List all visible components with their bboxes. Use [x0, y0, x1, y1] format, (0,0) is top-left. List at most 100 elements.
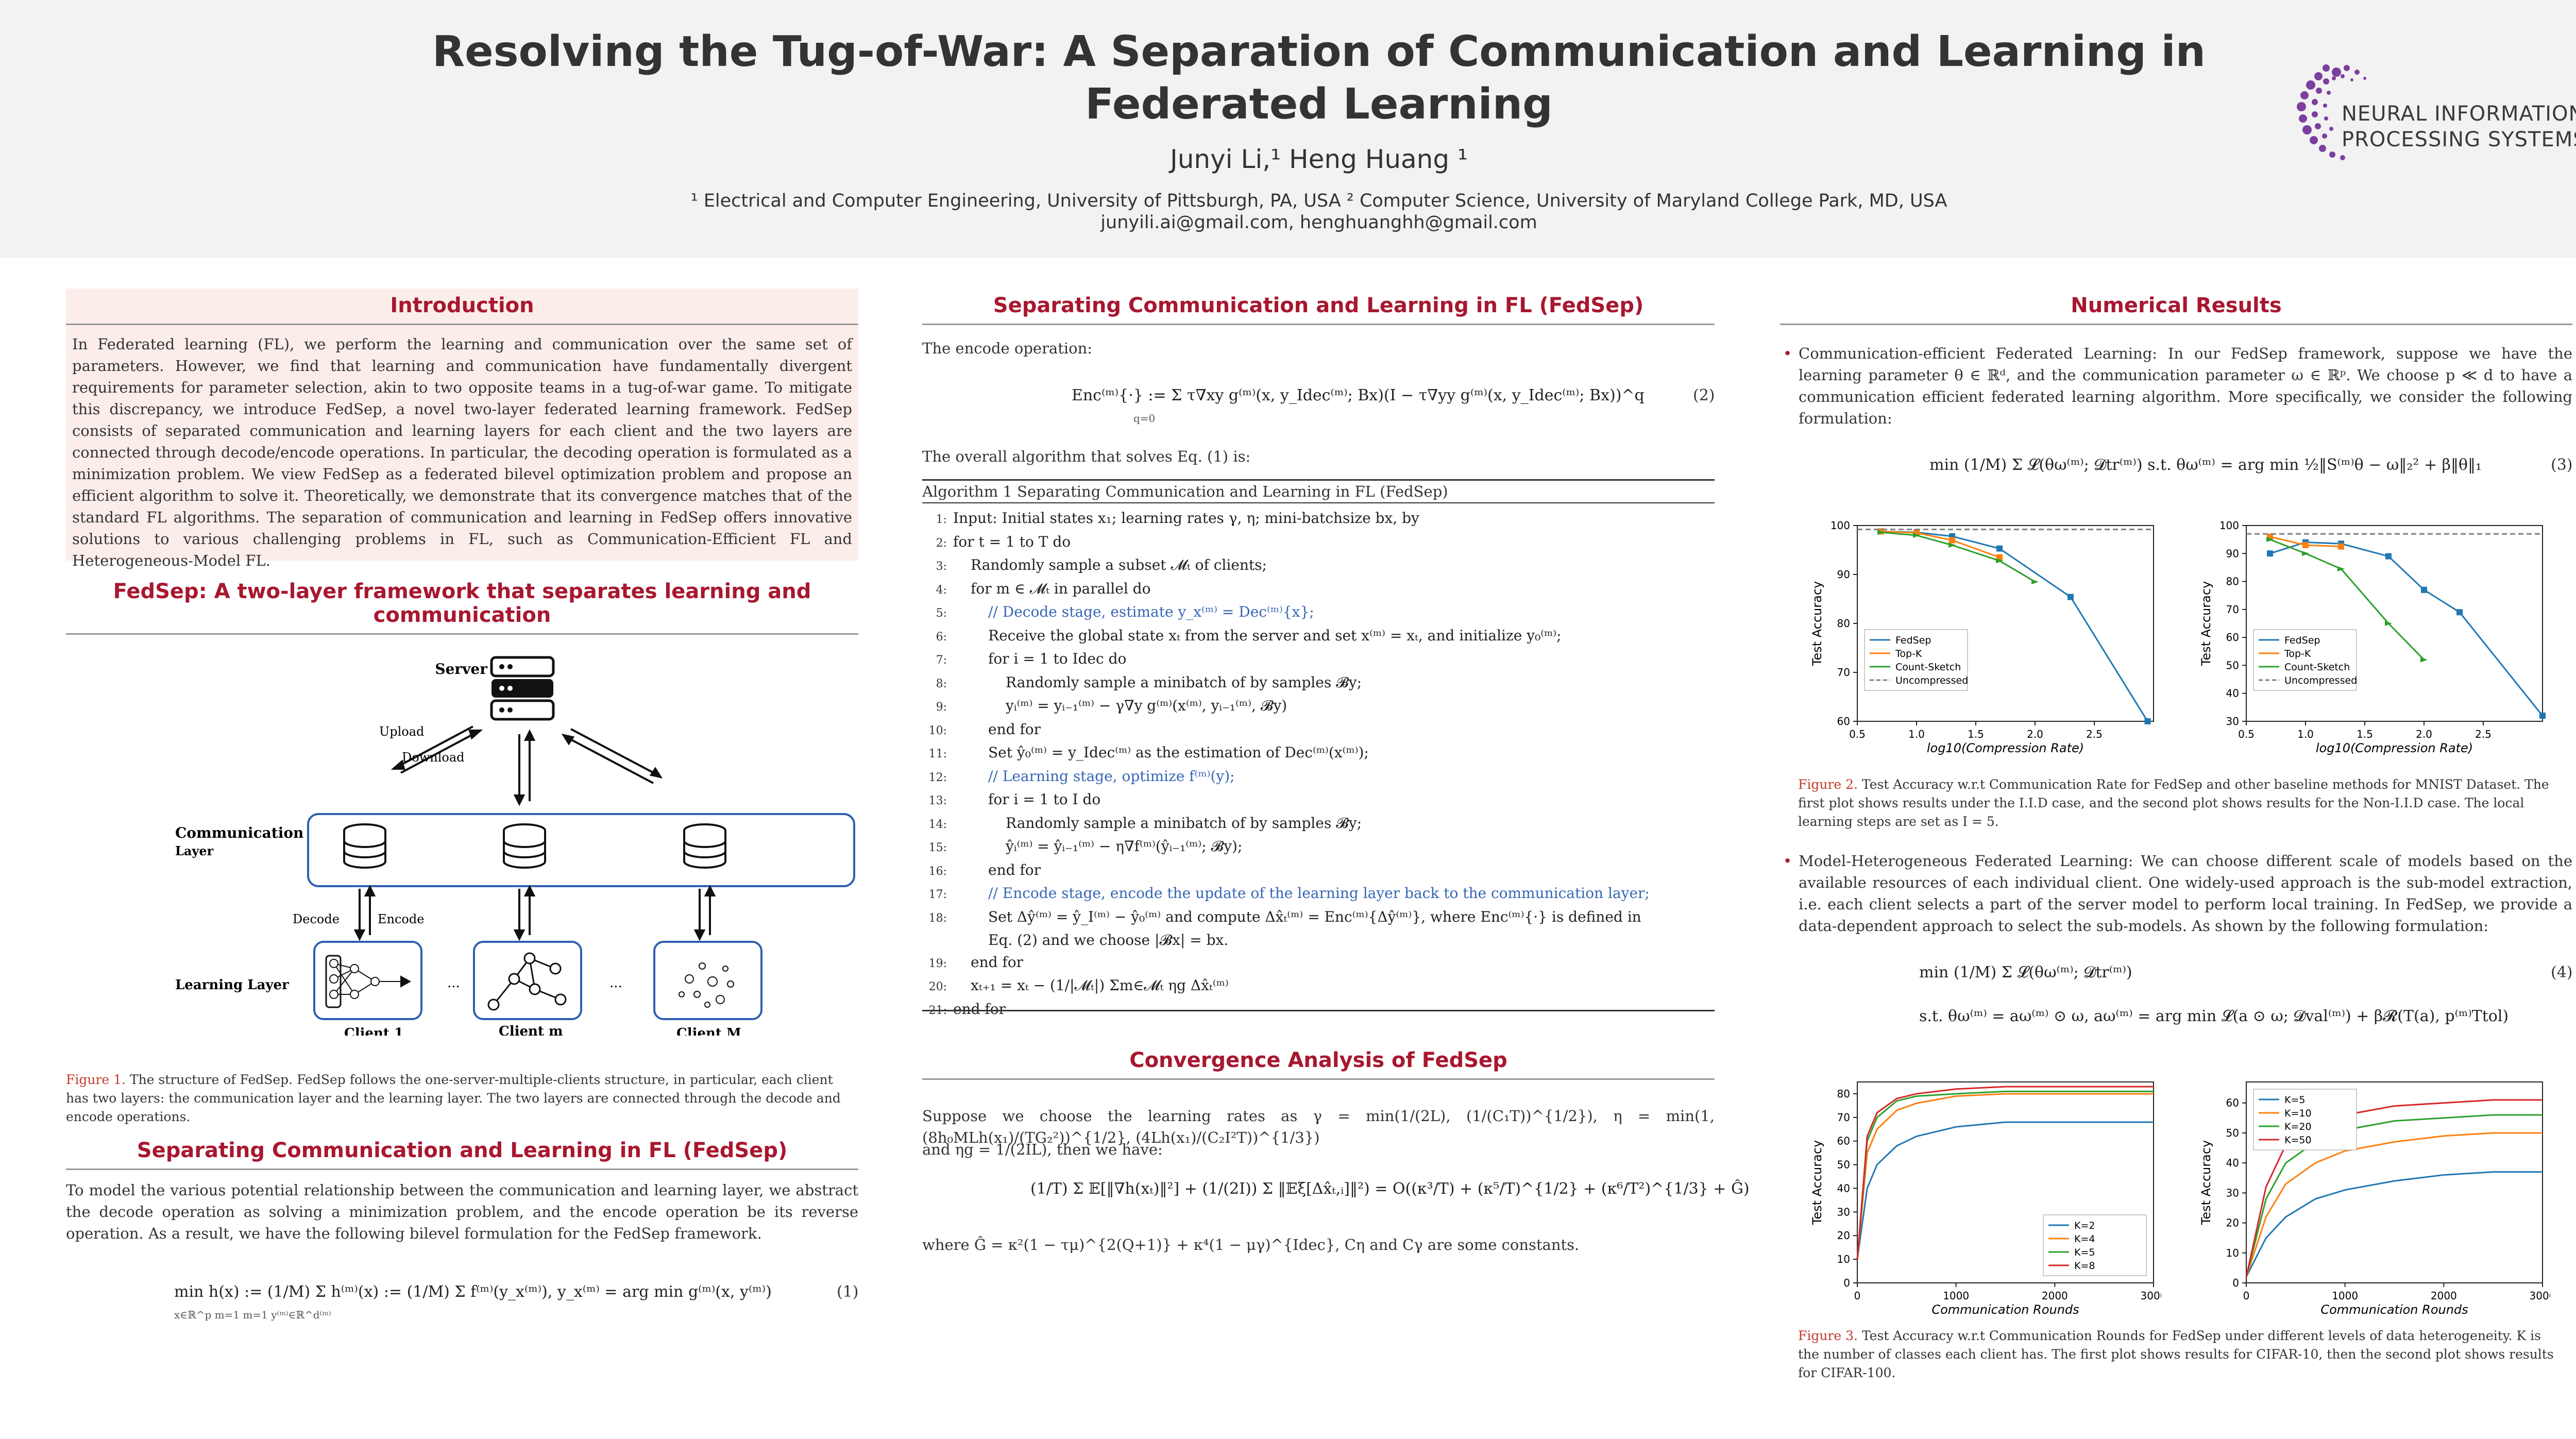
legend-label: Top-K: [2284, 648, 2311, 659]
y-axis-label: Test Accuracy: [1810, 581, 1824, 666]
y-tick-label: 60: [2226, 631, 2239, 644]
x-tick-label: 1.0: [2297, 728, 2314, 740]
algorithm-box: 1: Input: Initial states x₁; learning rat…: [922, 507, 1715, 1022]
algorithm-line: 9:yᵢ⁽ᵐ⁾ = yᵢ₋₁⁽ᵐ⁾ − γ∇y g⁽ᵐ⁾(x⁽ᵐ⁾, yᵢ₋₁⁽…: [922, 695, 1715, 719]
database-icon-1: [343, 823, 386, 869]
algorithm-line: 16:end for: [922, 859, 1715, 883]
y-tick-label: 40: [2226, 687, 2239, 700]
client-m-label: Client m: [499, 1024, 563, 1036]
algorithm-line: 12:// Learning stage, optimize f⁽ᵐ⁾(y);: [922, 766, 1715, 789]
middle-column: Separating Communication and Learning in…: [922, 289, 1750, 1422]
convergence-section: Convergence Analysis of FedSep: [922, 1043, 1715, 1080]
y-tick-label: 20: [2226, 1217, 2239, 1229]
equation-3: min (1/M) Σ 𝓛(θω⁽ᵐ⁾; 𝓓tr⁽ᵐ⁾) s.t. θω⁽ᵐ⁾ …: [1929, 456, 2482, 474]
series-line-k-5: [2245, 1171, 2543, 1278]
algorithm-line-text: Input: Initial states x₁; learning rates…: [953, 510, 1419, 527]
algorithm-line-number: 1:: [936, 513, 947, 526]
legend-label: FedSep: [1895, 635, 1931, 646]
y-tick-label: 70: [2226, 603, 2239, 616]
algorithm-line-text: // Learning stage, optimize f⁽ᵐ⁾(y);: [988, 767, 1235, 785]
sep-left-text: To model the various potential relations…: [66, 1181, 858, 1242]
algorithm-line-text: for t = 1 to T do: [953, 533, 1071, 550]
legend-label: Count-Sketch: [1895, 662, 1961, 673]
algorithm-line: 6:Receive the global state xₜ from the s…: [922, 625, 1715, 649]
algorithm-line-number: 11:: [928, 748, 947, 760]
y-tick-label: 60: [1837, 715, 1850, 727]
sep-left-section: Separating Communication and Learning in…: [66, 1133, 858, 1244]
equation-4a: min (1/M) Σ 𝓛(θω⁽ᵐ⁾; 𝓓tr⁽ᵐ⁾): [1919, 963, 2132, 981]
plot-frame: [1857, 525, 2154, 722]
x-tick-label: 1000: [2332, 1290, 2358, 1302]
x-tick-label: 1.0: [1908, 728, 1925, 740]
algorithm-line-number: 14:: [928, 818, 947, 831]
figure-1-label: Figure 1.: [66, 1072, 126, 1087]
y-tick-label: 0: [2232, 1277, 2239, 1289]
figure-2-caption: Figure 2. Test Accuracy w.r.t Communicat…: [1798, 775, 2561, 831]
algorithm-line: 5:// Decode stage, estimate y_x⁽ᵐ⁾ = Dec…: [922, 601, 1715, 625]
legend-label: K=5: [2074, 1247, 2095, 1258]
cluster-icon: [679, 962, 734, 1008]
legend-label: Uncompressed: [2284, 675, 2357, 686]
fedsep-structure-diagram: Server Upload Download Communication Lay…: [175, 656, 855, 1036]
x-tick-label: 0: [1854, 1290, 1861, 1302]
database-icon-3: [683, 823, 726, 869]
algorithm-line: 15:ŷᵢ⁽ᵐ⁾ = ŷᵢ₋₁⁽ᵐ⁾ − η∇f⁽ᵐ⁾(ŷᵢ₋₁⁽ᵐ⁾; 𝓑y)…: [922, 836, 1715, 859]
y-tick-label: 80: [2226, 575, 2239, 588]
logo-text-line1: NEURAL INFORMATION: [2342, 102, 2576, 126]
y-tick-label: 0: [1843, 1277, 1850, 1289]
neural-net-icon: [325, 955, 412, 1008]
algorithm-line-number: 5:: [936, 607, 947, 620]
legend-label: K=20: [2284, 1121, 2312, 1132]
figure-3-caption: Figure 3. Test Accuracy w.r.t Communicat…: [1798, 1327, 2561, 1382]
data-point: [1948, 543, 1956, 548]
x-axis-label: log10(Compression Rate): [2316, 741, 2473, 755]
equation-2-subscripts: q=0: [1133, 412, 1156, 425]
dots-2: ...: [609, 975, 622, 991]
algorithm-line-text: for i = 1 to Idec do: [988, 650, 1127, 667]
x-axis-label: log10(Compression Rate): [1927, 741, 2084, 755]
data-point: [2539, 713, 2546, 719]
figure-3-caption-body: Test Accuracy w.r.t Communication Rounds…: [1798, 1328, 2554, 1380]
graph-icon: [487, 952, 567, 1011]
data-point: [2031, 579, 2039, 585]
algorithm-line-text: for i = 1 to I do: [988, 791, 1101, 808]
algorithm-line-text: // Encode stage, encode the update of th…: [988, 885, 1650, 902]
y-tick-label: 100: [1831, 519, 1850, 532]
data-point: [2302, 542, 2309, 548]
y-tick-label: 60: [1837, 1135, 1850, 1147]
authors: Junyi Li,¹ Heng Huang ¹: [1170, 144, 1468, 174]
algorithm-line-number: 13:: [928, 794, 947, 807]
plot-frame: [2246, 525, 2543, 722]
algorithm-line-text: end for: [988, 861, 1041, 878]
results-heading: Numerical Results: [1780, 289, 2572, 325]
x-tick-label: 1.5: [2357, 728, 2373, 740]
poster-header: Resolving the Tug-of-War: A Separation o…: [0, 0, 2576, 258]
equation-2-number: (2): [1693, 386, 1715, 404]
y-tick-label: 30: [2226, 715, 2239, 727]
algorithm-bottom-rule: [922, 1010, 1715, 1011]
algorithm-line: Eq. (2) and we choose |𝓑x| = bx.: [922, 929, 1715, 952]
algorithm-line-number: 20:: [928, 980, 947, 993]
bullet-1-text: Communication-efficient Federated Learni…: [1799, 345, 2572, 427]
data-point: [2302, 551, 2309, 556]
y-axis-label: Test Accuracy: [2199, 1140, 2213, 1225]
algorithm-line-text: Randomly sample a minibatch of by sample…: [1006, 673, 1362, 691]
database-icon-2: [503, 823, 546, 869]
convergence-line2: and ηg = 1/(2IL), then we have:: [922, 1141, 1163, 1158]
legend-label: FedSep: [2284, 635, 2320, 646]
algorithm-line-text: ŷᵢ⁽ᵐ⁾ = ŷᵢ₋₁⁽ᵐ⁾ − η∇f⁽ᵐ⁾(ŷᵢ₋₁⁽ᵐ⁾; 𝓑y);: [1006, 838, 1243, 855]
data-point: [1949, 537, 1955, 544]
figure-3-label: Figure 3.: [1798, 1328, 1858, 1343]
algorithm-line: 7:for i = 1 to Idec do: [922, 648, 1715, 672]
client-M-label: Client M: [676, 1026, 741, 1036]
y-axis-label: Test Accuracy: [2199, 581, 2213, 666]
y-tick-label: 10: [1837, 1253, 1850, 1265]
right-column: Numerical Results • Communication-effici…: [1780, 289, 2573, 1422]
series-line-k-10: [2245, 1132, 2543, 1277]
emails: junyili.ai@gmail.com, henghuanghh@gmail.…: [1100, 212, 1537, 233]
legend-label: K=4: [2074, 1233, 2095, 1245]
sep-mid-heading: Separating Communication and Learning in…: [922, 289, 1715, 325]
legend-label: Count-Sketch: [2284, 662, 2350, 673]
algorithm-title-bar: Algorithm 1 Separating Communication and…: [922, 479, 1715, 503]
